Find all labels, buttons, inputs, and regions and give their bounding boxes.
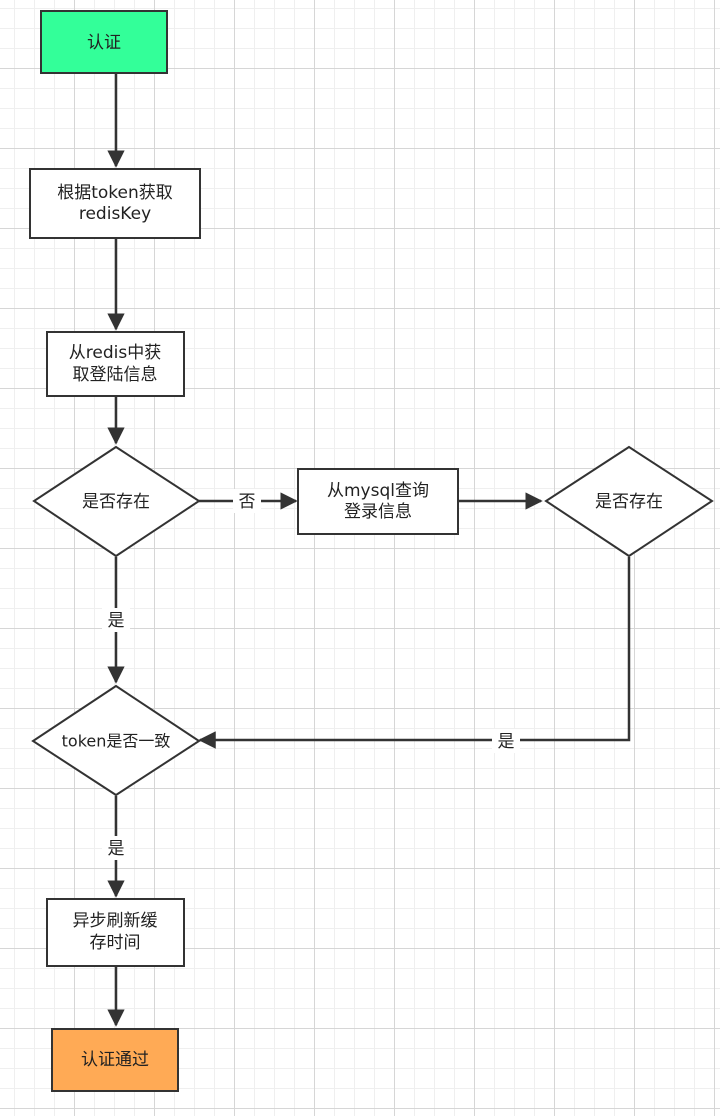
node-get-redis-key-line1: 根据token获取: [57, 183, 173, 203]
node-query-mysql: 从mysql查询 登录信息: [297, 468, 459, 535]
node-get-login-redis-line1: 从redis中获: [69, 343, 161, 363]
node-get-redis-key-box: [29, 168, 201, 239]
edge-label-exists-1-no: 否: [239, 492, 256, 512]
node-token-match-label: token是否一致: [62, 732, 171, 751]
node-token-match: token是否一致: [31, 684, 201, 797]
node-get-login-redis-box: [46, 331, 185, 397]
node-auth-passed-label: 认证通过: [81, 1050, 149, 1070]
node-get-redis-key: 根据token获取 redisKey: [29, 168, 201, 239]
node-refresh-cache-line2: 存时间: [90, 933, 141, 953]
node-auth: 认证: [40, 10, 168, 74]
node-refresh-cache-line1: 异步刷新缓: [73, 911, 158, 931]
node-auth-box: [40, 10, 168, 74]
node-exists-check-2: 是否存在: [544, 445, 714, 558]
node-exists-check-1: 是否存在: [32, 445, 201, 558]
node-get-login-redis: 从redis中获 取登陆信息: [46, 331, 185, 397]
node-get-login-redis-line2: 取登陆信息: [73, 365, 158, 385]
edge-label-exists-1-yes: 是: [108, 611, 125, 631]
node-exists-check-2-diamond: [544, 445, 714, 558]
node-query-mysql-line1: 从mysql查询: [327, 481, 429, 501]
node-refresh-cache: 异步刷新缓 存时间: [46, 898, 185, 967]
edge-exists-2-yes-to-token: [198, 557, 631, 749]
node-token-match-diamond: [31, 684, 201, 797]
edge-label-exists-2-yes: 是: [498, 732, 515, 752]
node-exists-check-1-label: 是否存在: [82, 492, 150, 512]
node-auth-passed: 认证通过: [51, 1028, 179, 1092]
node-auth-label: 认证: [87, 33, 121, 53]
node-query-mysql-line2: 登录信息: [344, 502, 412, 522]
node-exists-check-2-label: 是否存在: [595, 492, 663, 512]
node-query-mysql-box: [297, 468, 459, 535]
node-exists-check-1-diamond: [32, 445, 201, 558]
node-auth-passed-box: [51, 1028, 179, 1092]
edge-label-token-yes: 是: [108, 839, 125, 859]
node-get-redis-key-line2: redisKey: [79, 204, 151, 224]
node-refresh-cache-box: [46, 898, 185, 967]
